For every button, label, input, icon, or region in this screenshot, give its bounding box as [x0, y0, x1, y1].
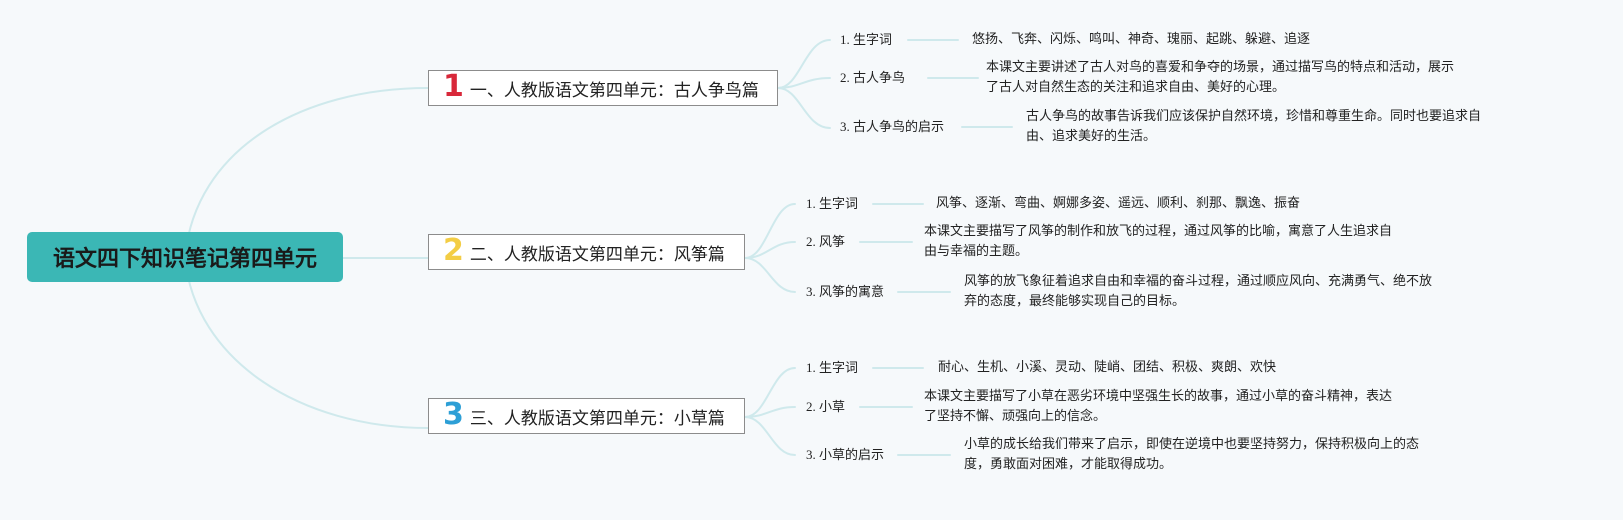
link-b1-s1 — [777, 39, 831, 89]
link-root-branch-3 — [184, 257, 429, 429]
branch-title-2: 二、人教版语文第四单元：风筝篇 — [469, 244, 725, 265]
b1-item-2-label[interactable]: 2. 古人争鸟 — [840, 70, 906, 85]
branch-title-3: 三、人教版语文第四单元：小草篇 — [469, 408, 725, 429]
branch-title-1: 一、人教版语文第四单元：古人争鸟篇 — [469, 80, 759, 101]
b1-item-3-label[interactable]: 3. 古人争鸟的启示 — [840, 119, 945, 134]
link-b1-s3 — [777, 87, 831, 129]
branch-node-3[interactable]: 3 三、人教版语文第四单元：小草篇 — [428, 398, 745, 434]
branch-node-1[interactable]: 1 一、人教版语文第四单元：古人争鸟篇 — [428, 70, 778, 106]
root-node[interactable]: 语文四下知识笔记第四单元 — [27, 232, 343, 282]
branch-number-3: 3 — [443, 397, 464, 432]
b3-item-1-text: 耐心、生机、小溪、灵动、陡峭、团结、积极、爽朗、欢快 — [938, 360, 1277, 375]
b2-item-2-label[interactable]: 2. 风筝 — [806, 234, 846, 249]
branch-number-1: 1 — [443, 69, 464, 104]
link-b2-s1 — [744, 203, 796, 259]
b3-item-2-text: 本课文主要描写了小草在恶劣环境中坚强生长的故事，通过小草的奋斗精神，表达了坚持不… — [924, 389, 1393, 424]
b1-item-3-text: 古人争鸟的故事告诉我们应该保护自然环境，珍惜和尊重生命。同时也要追求自由、追求美… — [1026, 109, 1482, 144]
link-b1-s2 — [777, 77, 831, 89]
link-b3-s2 — [744, 406, 796, 418]
b1-item-1-text: 悠扬、飞奔、闪烁、鸣叫、神奇、瑰丽、起跳、躲避、追逐 — [972, 32, 1311, 47]
link-b2-s3 — [744, 257, 796, 293]
b3-item-2-label[interactable]: 2. 小草 — [806, 399, 846, 414]
b3-item-3-text: 小草的成长给我们带来了启示，即使在逆境中也要坚持努力，保持积极向上的态度，勇敢面… — [964, 437, 1420, 472]
b3-item-1-label[interactable]: 1. 生字词 — [806, 360, 859, 375]
link-b3-s1 — [744, 367, 796, 418]
link-b3-s3 — [744, 416, 796, 456]
b1-item-1-label[interactable]: 1. 生字词 — [840, 32, 893, 47]
b2-item-3-text: 风筝的放飞象征着追求自由和幸福的奋斗过程，通过顺应风向、充满勇气、绝不放弃的态度… — [964, 274, 1433, 309]
b2-item-3-label[interactable]: 3. 风筝的寓意 — [806, 284, 885, 299]
b2-item-2-text: 本课文主要描写了风筝的制作和放飞的过程，通过风筝的比喻，寓意了人生追求自由与幸福… — [924, 224, 1393, 259]
branch-node-2[interactable]: 2 二、人教版语文第四单元：风筝篇 — [428, 234, 745, 270]
branch-number-2: 2 — [443, 233, 464, 268]
b1-item-2-text: 本课文主要讲述了古人对鸟的喜爱和争夺的场景，通过描写鸟的特点和活动，展示了古人对… — [986, 60, 1455, 95]
link-b2-s2 — [744, 241, 796, 259]
b3-item-3-label[interactable]: 3. 小草的启示 — [806, 447, 885, 462]
root-title: 语文四下知识笔记第四单元 — [52, 247, 317, 272]
b2-item-1-text: 风筝、逐渐、弯曲、婀娜多姿、遥远、顺利、刹那、飘逸、振奋 — [936, 196, 1301, 211]
b2-item-1-label[interactable]: 1. 生字词 — [806, 196, 859, 211]
